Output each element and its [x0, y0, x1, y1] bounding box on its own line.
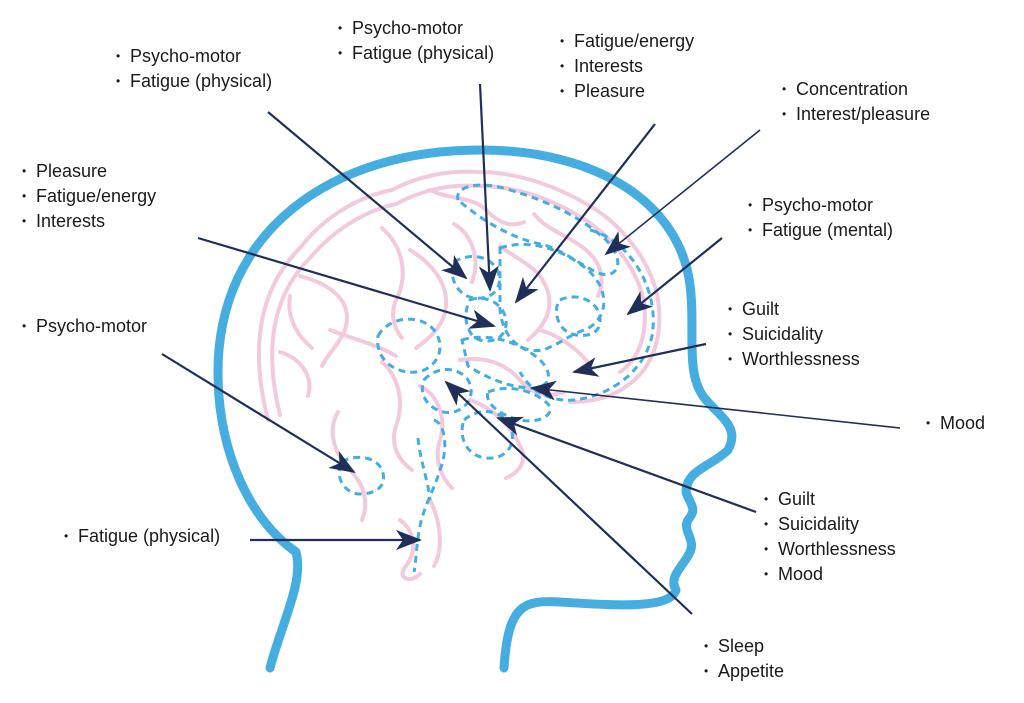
- label-item: Mood: [764, 562, 896, 587]
- label-item: Interest/pleasure: [782, 102, 930, 127]
- label-group-guilt-suicidality-worthlessness: Guilt Suicidality Worthlessness: [728, 297, 860, 372]
- label-group-psychomotor-fatigue-mental: Psycho-motor Fatigue (mental): [748, 193, 893, 243]
- label-item: Fatigue/energy: [22, 184, 156, 209]
- label-group-psychomotor-left: Psycho-motor: [22, 314, 147, 339]
- label-group-fatigue-interests-pleasure: Fatigue/energy Interests Pleasure: [560, 29, 694, 104]
- arrow-sleep-appetite: [444, 380, 693, 615]
- label-item: Appetite: [704, 659, 784, 684]
- label-item: Psycho-motor: [116, 44, 272, 69]
- arrow-mood-right: [530, 380, 901, 429]
- label-item: Suicidality: [728, 322, 860, 347]
- label-group-pleasure-fatigue-interests: Pleasure Fatigue/energy Interests: [22, 159, 156, 234]
- label-item: Pleasure: [22, 159, 156, 184]
- label-item: Interests: [22, 209, 156, 234]
- label-item: Guilt: [728, 297, 860, 322]
- label-item: Mood: [926, 411, 985, 436]
- label-item: Worthlessness: [728, 347, 860, 372]
- label-item: Fatigue/energy: [560, 29, 694, 54]
- label-item: Fatigue (physical): [338, 41, 494, 66]
- head-outline: [213, 145, 737, 673]
- brain-folds: [257, 169, 662, 582]
- label-group-psychomotor-fatigue-top: Psycho-motor Fatigue (physical): [338, 16, 494, 66]
- label-group-fatigue-physical-bottom: Fatigue (physical): [64, 524, 220, 549]
- label-item: Psycho-motor: [338, 16, 494, 41]
- arrows: [161, 83, 901, 615]
- arrow-concentration-interest: [604, 129, 761, 256]
- label-item: Interests: [560, 54, 694, 79]
- arrow-guilt-suicidality-worthlessness: [572, 342, 707, 377]
- label-item: Fatigue (physical): [64, 524, 220, 549]
- label-item: Fatigue (mental): [748, 218, 893, 243]
- label-group-psychomotor-fatigue-left: Psycho-motor Fatigue (physical): [116, 44, 272, 94]
- arrow-guilt-mood-bottom: [496, 416, 757, 514]
- label-group-guilt-suicidality-worthlessness-mood: Guilt Suicidality Worthlessness Mood: [764, 487, 896, 587]
- arrow-psychomotor-left: [161, 353, 356, 474]
- label-item: Psycho-motor: [22, 314, 147, 339]
- label-item: Fatigue (physical): [116, 69, 272, 94]
- label-item: Pleasure: [560, 79, 694, 104]
- label-item: Guilt: [764, 487, 896, 512]
- label-item: Worthlessness: [764, 537, 896, 562]
- label-item: Concentration: [782, 77, 930, 102]
- arrow-fatigue-interests-pleasure: [514, 123, 656, 304]
- label-group-sleep-appetite: Sleep Appetite: [704, 634, 784, 684]
- label-item: Suicidality: [764, 512, 896, 537]
- label-group-concentration-interest: Concentration Interest/pleasure: [782, 77, 930, 127]
- arrow-psychomotor-fatigue-top: [478, 83, 499, 292]
- label-item: Sleep: [704, 634, 784, 659]
- label-item: Psycho-motor: [748, 193, 893, 218]
- arrow-pleasure-fatigue-interests: [197, 236, 496, 329]
- arrow-psychomotor-fatigue-left: [267, 111, 468, 280]
- label-group-mood-right: Mood: [926, 411, 985, 436]
- arrow-psychomotor-fatigue-mental: [626, 237, 723, 316]
- dashed-regions: [337, 183, 655, 573]
